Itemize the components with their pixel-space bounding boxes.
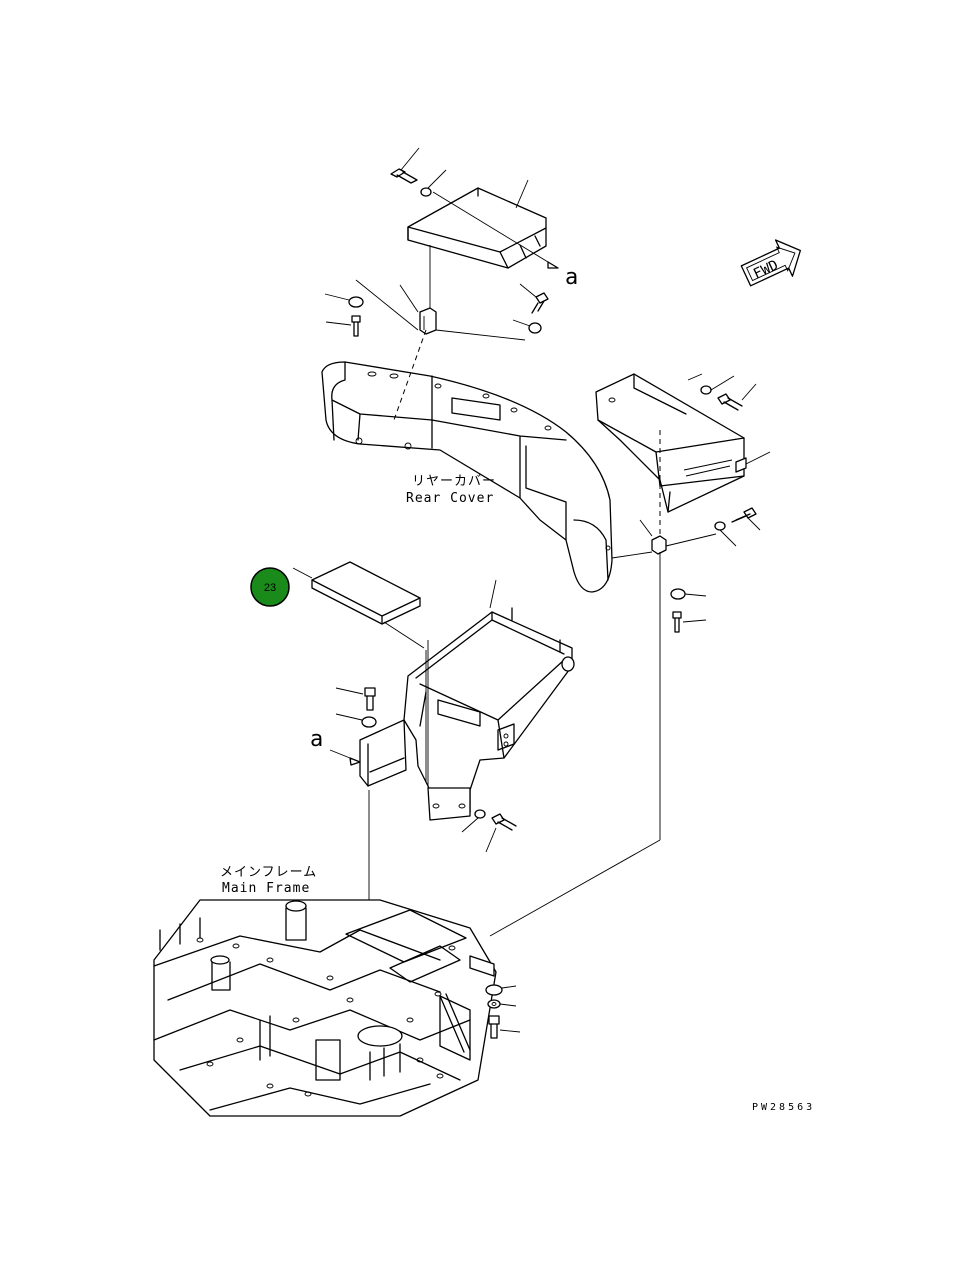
frame-fasteners [485,984,521,1039]
ref-a-top: a [565,265,578,290]
fwd-arrow-icon: FWD [740,239,801,287]
main-frame-en-label: Main Frame [222,881,310,896]
rear-cover-en-label: Rear Cover [406,491,494,506]
middle-bolt-left [335,687,377,912]
bolt-top [390,168,418,184]
right-panel [595,373,771,840]
callout-23-number[interactable]: 23 [264,582,276,594]
main-frame [153,899,497,1117]
main-frame-jp-label: メインフレーム [220,865,317,880]
middle-bracket [359,579,575,821]
callout-23-badge[interactable]: 23 [250,567,290,607]
plate-part-23 [292,561,425,649]
callout-23-circle[interactable] [250,567,290,607]
top-bracket-group [324,147,559,341]
middle-bolt-right [461,809,517,853]
drawing-code: PW28563 [752,1102,815,1113]
rear-cover [321,329,613,593]
ref-a-left: a [310,727,323,752]
rear-cover-jp-label: リヤーカバー [412,474,496,489]
